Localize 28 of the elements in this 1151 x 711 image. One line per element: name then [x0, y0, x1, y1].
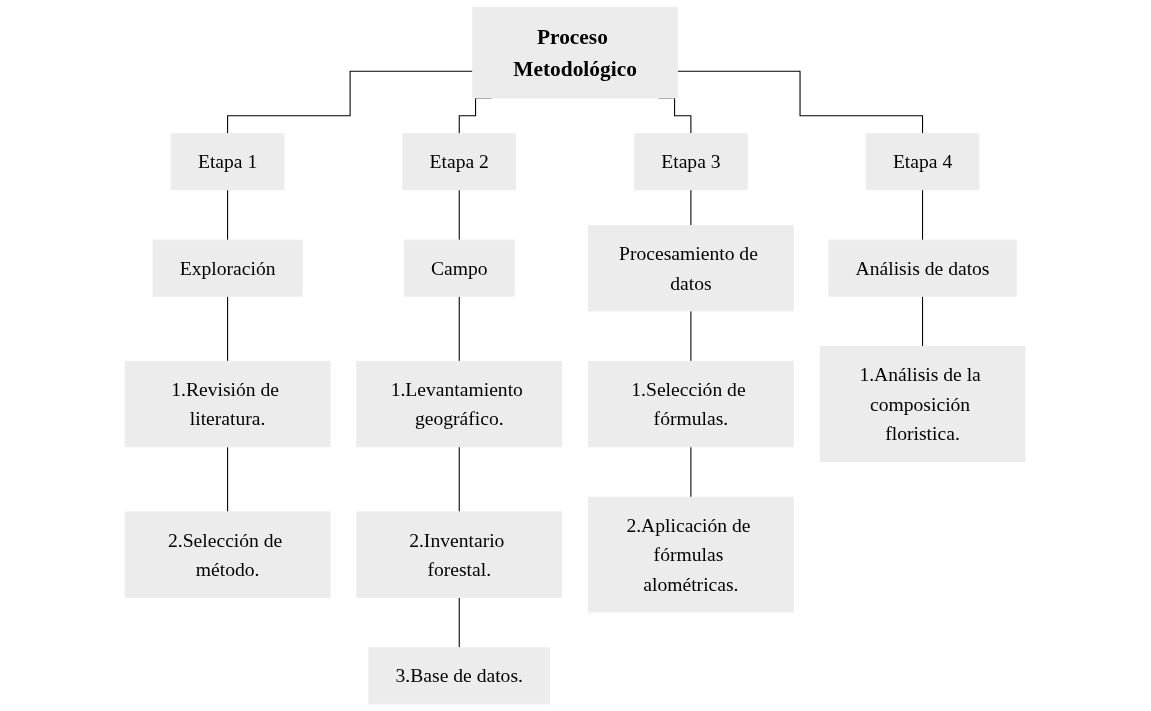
- connector: [922, 189, 924, 241]
- node-box: 1.Selección de fórmulas.: [588, 360, 795, 448]
- node-box: 1.Revisión de literatura.: [125, 360, 331, 448]
- node-box: Proceso Metodológico: [472, 6, 679, 99]
- connector: [459, 446, 461, 513]
- node-box: Análisis de datos: [828, 239, 1018, 297]
- node-box: 2.Inventario forestal.: [356, 511, 563, 598]
- node-box: 2.Selección de método.: [125, 511, 331, 598]
- node-box: 1.Levantamiento geográfico.: [356, 360, 563, 448]
- node-box: 2.Aplicación de fórmulas alométricas.: [588, 496, 795, 613]
- node-box: Procesamiento de datos: [588, 224, 795, 312]
- connector: [459, 596, 461, 649]
- node-box: Etapa 2: [402, 133, 517, 191]
- node-box: Etapa 3: [634, 133, 749, 191]
- node-box: Campo: [404, 239, 516, 297]
- connector: [459, 189, 461, 241]
- node-box: Exploración: [152, 239, 304, 297]
- connector: [677, 70, 924, 135]
- connector: [227, 295, 229, 362]
- connector: [227, 446, 229, 513]
- connector: [922, 295, 924, 348]
- node-box: Etapa 1: [171, 133, 285, 191]
- connector: [459, 295, 461, 362]
- node-box: 3.Base de datos.: [368, 647, 551, 705]
- node-box: Etapa 4: [866, 133, 980, 191]
- connector: [227, 70, 474, 135]
- node-box: 1.Análisis de la composición floristica.: [820, 346, 1026, 462]
- connector: [227, 189, 229, 241]
